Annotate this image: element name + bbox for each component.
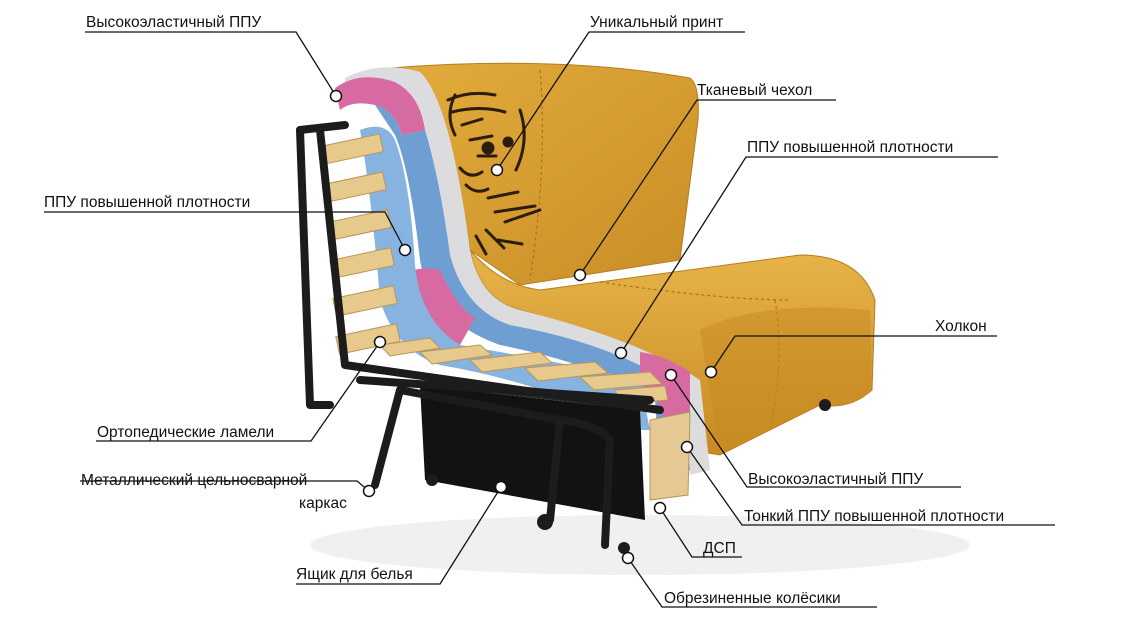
label-elastic-foam-bottom: Высокоэластичный ППУ xyxy=(748,471,924,488)
tiger-print xyxy=(446,91,542,256)
dsp-panel xyxy=(649,411,691,501)
label-ortho-lamels: Ортопедические ламели xyxy=(97,424,275,441)
seat-seam xyxy=(599,281,791,301)
label-metal-frame-line2: каркас xyxy=(299,495,347,512)
floor-shadow xyxy=(310,515,970,575)
label-high-density-left: ППУ повышенной плотности xyxy=(44,194,251,211)
seat-lamels xyxy=(378,337,669,405)
label-holcon: Холкон xyxy=(935,318,987,335)
label-wheels: Обрезиненные колёсики xyxy=(664,590,841,607)
backrest-seam xyxy=(529,69,544,281)
back-lamels xyxy=(320,133,401,355)
linen-box xyxy=(420,385,645,520)
seat-front-fabric xyxy=(700,307,872,455)
elastic-foam-top xyxy=(335,77,425,135)
holcon-layer xyxy=(345,67,710,475)
metal-frame xyxy=(296,121,664,549)
label-fabric-cover: Тканевый чехол xyxy=(697,82,813,99)
label-linen-box: Ящик для белья xyxy=(296,566,413,583)
leader-dots xyxy=(329,89,718,565)
label-thin-foam: Тонкий ППУ повышенной плотности xyxy=(744,508,1005,525)
label-dsp: ДСП xyxy=(703,540,736,557)
label-elastic-foam-top: Высокоэластичный ППУ xyxy=(86,14,262,31)
wheels xyxy=(426,399,831,554)
label-unique-print: Уникальный принт xyxy=(590,14,724,31)
leader-lines xyxy=(44,31,1055,608)
label-metal-frame-line1: Металлический цельносварной xyxy=(81,472,308,489)
label-high-density-right: ППУ повышенной плотности xyxy=(747,139,954,156)
